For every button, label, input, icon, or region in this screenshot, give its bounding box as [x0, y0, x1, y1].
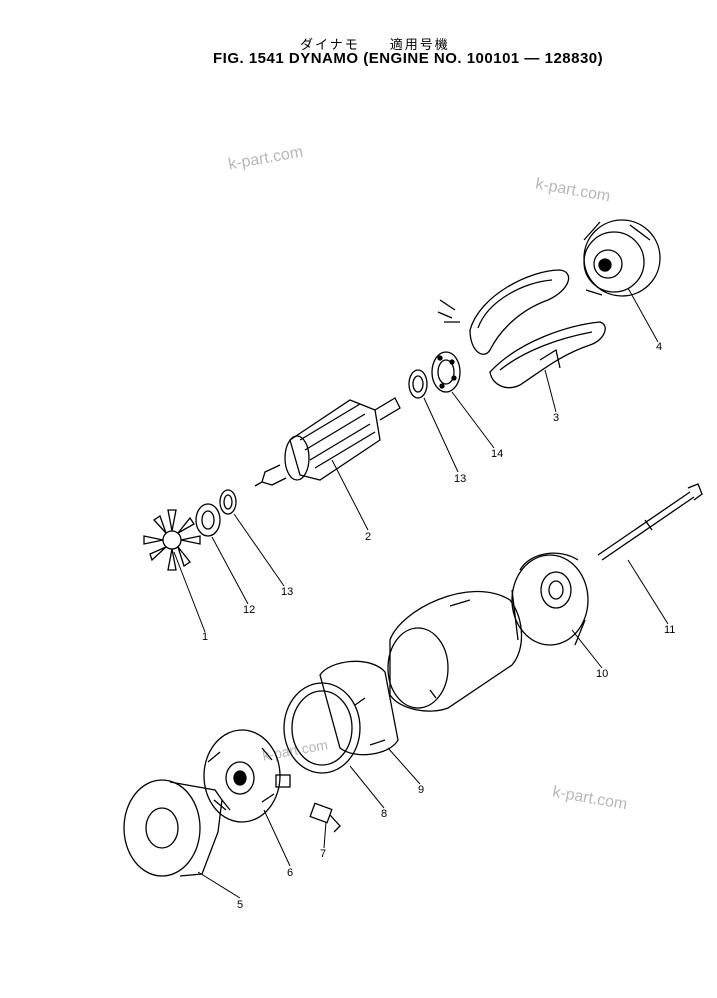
callout-labels: 1 2 3 4 5 6 7 8 9 10 11 12 13 13 14 — [202, 341, 675, 911]
callout-12: 12 — [243, 604, 255, 616]
callout-13-lower: 13 — [281, 586, 293, 598]
callout-10: 10 — [596, 668, 608, 680]
part-12-bearing — [195, 503, 221, 537]
callout-14: 14 — [491, 448, 503, 460]
figure-title: FIG. 1541 DYNAMO (ENGINE NO. 100101 ― 12… — [213, 50, 604, 67]
part-10-rear-bracket — [511, 552, 589, 646]
callout-1: 1 — [202, 631, 208, 643]
callout-3: 3 — [553, 412, 559, 424]
part-5-front-bracket — [123, 779, 231, 877]
part-11-through-bolt — [597, 483, 703, 561]
callout-8: 8 — [381, 808, 387, 820]
part-1-fan — [143, 509, 201, 571]
callout-7: 7 — [320, 848, 326, 860]
callout-4: 4 — [656, 341, 662, 353]
yoke-housing — [387, 590, 523, 712]
part-6-brush-holder — [203, 729, 291, 823]
callout-9: 9 — [418, 784, 424, 796]
part-13-washer-lower — [219, 489, 237, 515]
part-14-bearing — [431, 351, 461, 393]
callout-6: 6 — [287, 867, 293, 879]
callout-11: 11 — [664, 624, 675, 636]
callout-13-upper: 13 — [454, 473, 466, 485]
callout-2: 2 — [365, 531, 371, 543]
leader-lines — [173, 287, 669, 899]
part-7-brush — [309, 802, 341, 833]
figure-subtitle: ダイナモ 適用号機 — [300, 38, 450, 53]
part-4-end-cover — [583, 219, 661, 297]
part-3-field-coils — [437, 269, 606, 389]
part-2-armature — [254, 397, 401, 487]
part-8-band — [283, 682, 361, 774]
part-13-washer-upper — [408, 369, 428, 399]
callout-5: 5 — [237, 899, 243, 911]
